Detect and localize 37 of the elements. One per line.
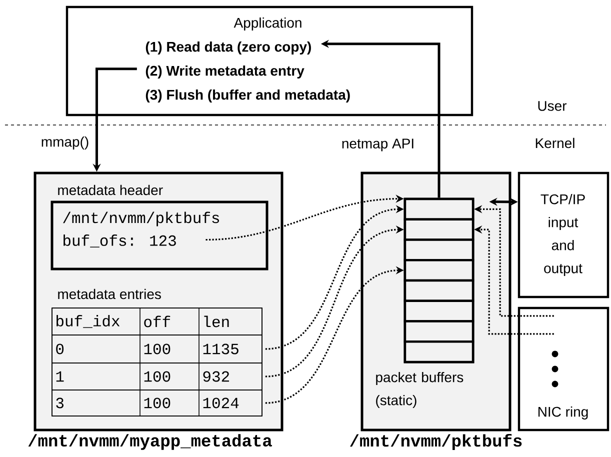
- cell-value: 1: [56, 371, 64, 382]
- step-text: (3) Flush (buffer and metadata): [146, 89, 350, 103]
- step-text: (1) Read data (zero copy): [146, 41, 311, 55]
- cell-value: 100: [144, 398, 170, 408]
- title-text: Application: [234, 17, 302, 31]
- offset-text: buf_ofs: 123: [64, 234, 176, 248]
- stack-label: TCP/IP input and output: [540, 194, 585, 276]
- ring-label: NIC ring: [538, 406, 588, 420]
- cell-value: 100: [144, 344, 170, 354]
- cell-value: 1024: [203, 398, 239, 408]
- cell-value: 932: [203, 371, 229, 382]
- file-path: /mnt/nvmm/pktbufs: [350, 434, 522, 450]
- edge-label: netmap API: [340, 138, 416, 152]
- buffer-slot: [404, 259, 474, 282]
- column-header: off: [144, 316, 170, 328]
- buffer-slot: [404, 279, 474, 302]
- heading: metadata header: [58, 184, 163, 196]
- layer-label: User: [538, 101, 567, 111]
- buffer-slot: [404, 300, 474, 322]
- file-path: /mnt/nvmm/pktbufs: [63, 212, 220, 226]
- buffer-slot: [404, 198, 474, 220]
- layer-label: Kernel: [536, 138, 574, 148]
- buffer-slot: [404, 238, 474, 262]
- heading: metadata entries: [58, 288, 161, 300]
- buffer-label: packet buffers (static): [376, 372, 464, 408]
- step-text: (2) Write metadata entry: [146, 65, 304, 79]
- cell-value: 3: [56, 398, 64, 408]
- column-header: buf_idx: [56, 315, 120, 328]
- file-path: /mnt/nvmm/myapp_metadata: [28, 434, 272, 450]
- cell-value: 1135: [203, 344, 238, 354]
- cell-value: 100: [144, 371, 170, 382]
- edge-label: mmap(): [40, 135, 90, 151]
- column-header: len: [204, 316, 229, 328]
- buffer-slot: [404, 340, 474, 364]
- cell-value: 0: [56, 344, 64, 354]
- buffer-slot: [404, 218, 474, 241]
- buffer-slot: [404, 320, 474, 343]
